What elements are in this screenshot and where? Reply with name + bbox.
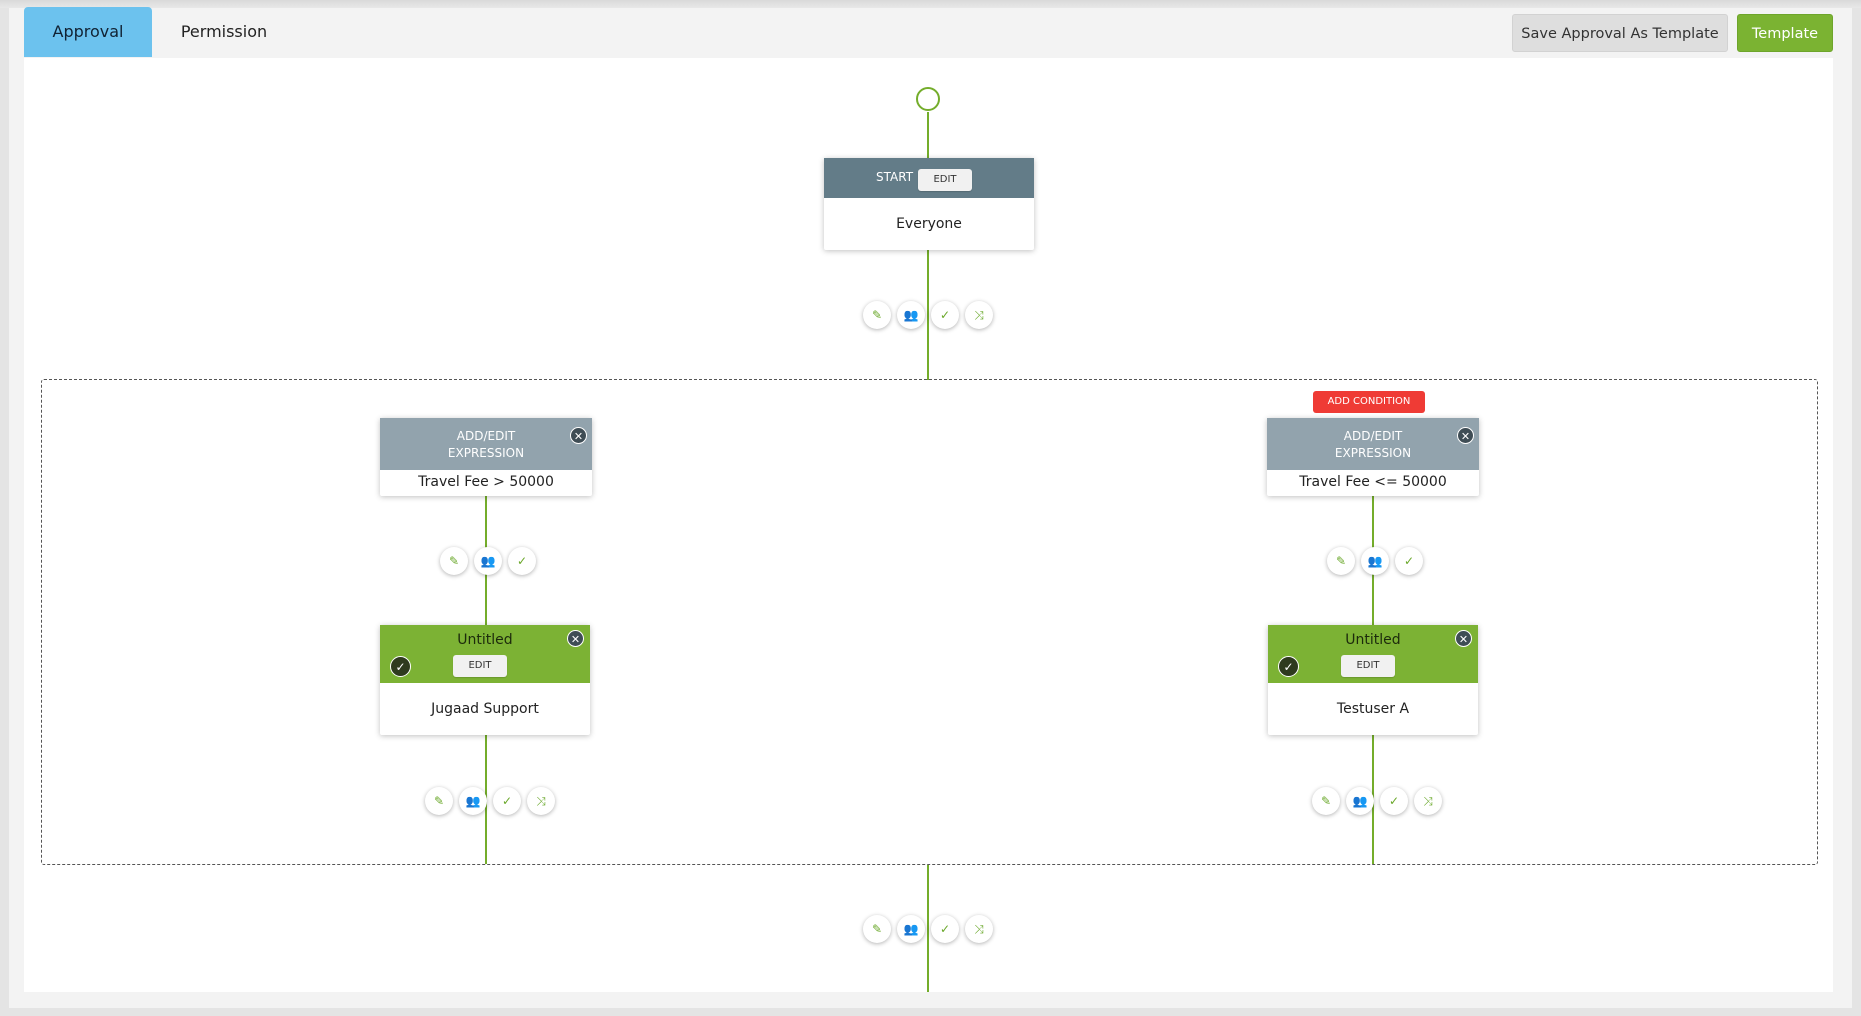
action-group-after-start: ✎ 👥 ✓ ⤨ bbox=[863, 301, 993, 329]
action-group-condition-left: ✎ 👥 ✓ bbox=[440, 547, 536, 575]
start-edit-button[interactable]: EDIT bbox=[918, 169, 972, 191]
approval-header: Untitled ✓ EDIT ✕ bbox=[1268, 625, 1478, 683]
add-user-icon[interactable]: 👥 bbox=[1361, 547, 1389, 575]
check-icon[interactable]: ✓ bbox=[931, 915, 959, 943]
shuffle-icon[interactable]: ⤨ bbox=[527, 787, 555, 815]
pencil-icon[interactable]: ✎ bbox=[863, 915, 891, 943]
pencil-icon[interactable]: ✎ bbox=[1327, 547, 1355, 575]
approval-title: Untitled bbox=[1345, 632, 1401, 648]
shuffle-icon[interactable]: ⤨ bbox=[965, 301, 993, 329]
action-group-condition-right: ✎ 👥 ✓ bbox=[1327, 547, 1423, 575]
close-icon[interactable]: ✕ bbox=[570, 427, 587, 444]
shuffle-icon[interactable]: ⤨ bbox=[965, 915, 993, 943]
window-top-shadow bbox=[0, 0, 1861, 8]
tab-permission[interactable]: Permission bbox=[180, 22, 268, 41]
approval-node-right: Untitled ✓ EDIT ✕ Testuser A bbox=[1268, 625, 1478, 735]
save-approval-as-template-button[interactable]: Save Approval As Template bbox=[1512, 14, 1728, 52]
check-icon: ✓ bbox=[1278, 656, 1299, 677]
approval-header: Untitled ✓ EDIT ✕ bbox=[380, 625, 590, 683]
action-group-bottom: ✎ 👥 ✓ ⤨ bbox=[863, 915, 993, 943]
close-icon[interactable]: ✕ bbox=[1455, 630, 1472, 647]
action-group-approval-left: ✎ 👥 ✓ ⤨ bbox=[425, 787, 555, 815]
start-label: START bbox=[876, 170, 914, 184]
condition-title-line2: EXPRESSION bbox=[1334, 446, 1412, 460]
add-user-icon[interactable]: 👥 bbox=[897, 915, 925, 943]
start-node: START EDIT Everyone bbox=[824, 158, 1034, 250]
template-button[interactable]: Template bbox=[1737, 14, 1833, 52]
condition-title-line1: ADD/EDIT bbox=[456, 429, 516, 443]
check-icon[interactable]: ✓ bbox=[508, 547, 536, 575]
add-user-icon[interactable]: 👥 bbox=[474, 547, 502, 575]
start-assignee: Everyone bbox=[896, 216, 962, 232]
tab-approval[interactable]: Approval bbox=[24, 7, 152, 57]
approval-node-left: Untitled ✓ EDIT ✕ Jugaad Support bbox=[380, 625, 590, 735]
add-user-icon[interactable]: 👥 bbox=[1346, 787, 1374, 815]
check-icon[interactable]: ✓ bbox=[1395, 547, 1423, 575]
condition-title-line1: ADD/EDIT bbox=[1343, 429, 1403, 443]
pencil-icon[interactable]: ✎ bbox=[440, 547, 468, 575]
pencil-icon[interactable]: ✎ bbox=[1312, 787, 1340, 815]
add-condition-button[interactable]: ADD CONDITION bbox=[1313, 391, 1425, 413]
condition-branch-container bbox=[41, 379, 1818, 865]
check-icon[interactable]: ✓ bbox=[931, 301, 959, 329]
check-icon: ✓ bbox=[390, 656, 411, 677]
condition-node-right[interactable]: ADD/EDIT EXPRESSION ✕ Travel Fee <= 5000… bbox=[1267, 418, 1479, 496]
shuffle-icon[interactable]: ⤨ bbox=[1414, 787, 1442, 815]
start-node-header: START EDIT bbox=[824, 158, 1034, 198]
approval-edit-button[interactable]: EDIT bbox=[453, 655, 507, 677]
flow-start-circle bbox=[916, 87, 940, 111]
approval-assignee: Jugaad Support bbox=[431, 701, 539, 717]
close-icon[interactable]: ✕ bbox=[1457, 427, 1474, 444]
pencil-icon[interactable]: ✎ bbox=[425, 787, 453, 815]
condition-header[interactable]: ADD/EDIT EXPRESSION ✕ bbox=[1267, 418, 1479, 470]
approval-edit-button[interactable]: EDIT bbox=[1341, 655, 1395, 677]
condition-title-line2: EXPRESSION bbox=[447, 446, 525, 460]
check-icon[interactable]: ✓ bbox=[1380, 787, 1408, 815]
check-icon[interactable]: ✓ bbox=[493, 787, 521, 815]
add-user-icon[interactable]: 👥 bbox=[459, 787, 487, 815]
approval-assignee: Testuser A bbox=[1336, 701, 1410, 717]
close-icon[interactable]: ✕ bbox=[567, 630, 584, 647]
condition-node-left[interactable]: ADD/EDIT EXPRESSION ✕ Travel Fee > 50000 bbox=[380, 418, 592, 496]
action-group-approval-right: ✎ 👥 ✓ ⤨ bbox=[1312, 787, 1442, 815]
condition-expression: Travel Fee > 50000 bbox=[418, 474, 554, 490]
condition-expression: Travel Fee <= 50000 bbox=[1299, 474, 1447, 490]
condition-header[interactable]: ADD/EDIT EXPRESSION ✕ bbox=[380, 418, 592, 470]
add-user-icon[interactable]: 👥 bbox=[897, 301, 925, 329]
approval-title: Untitled bbox=[457, 632, 513, 648]
pencil-icon[interactable]: ✎ bbox=[863, 301, 891, 329]
